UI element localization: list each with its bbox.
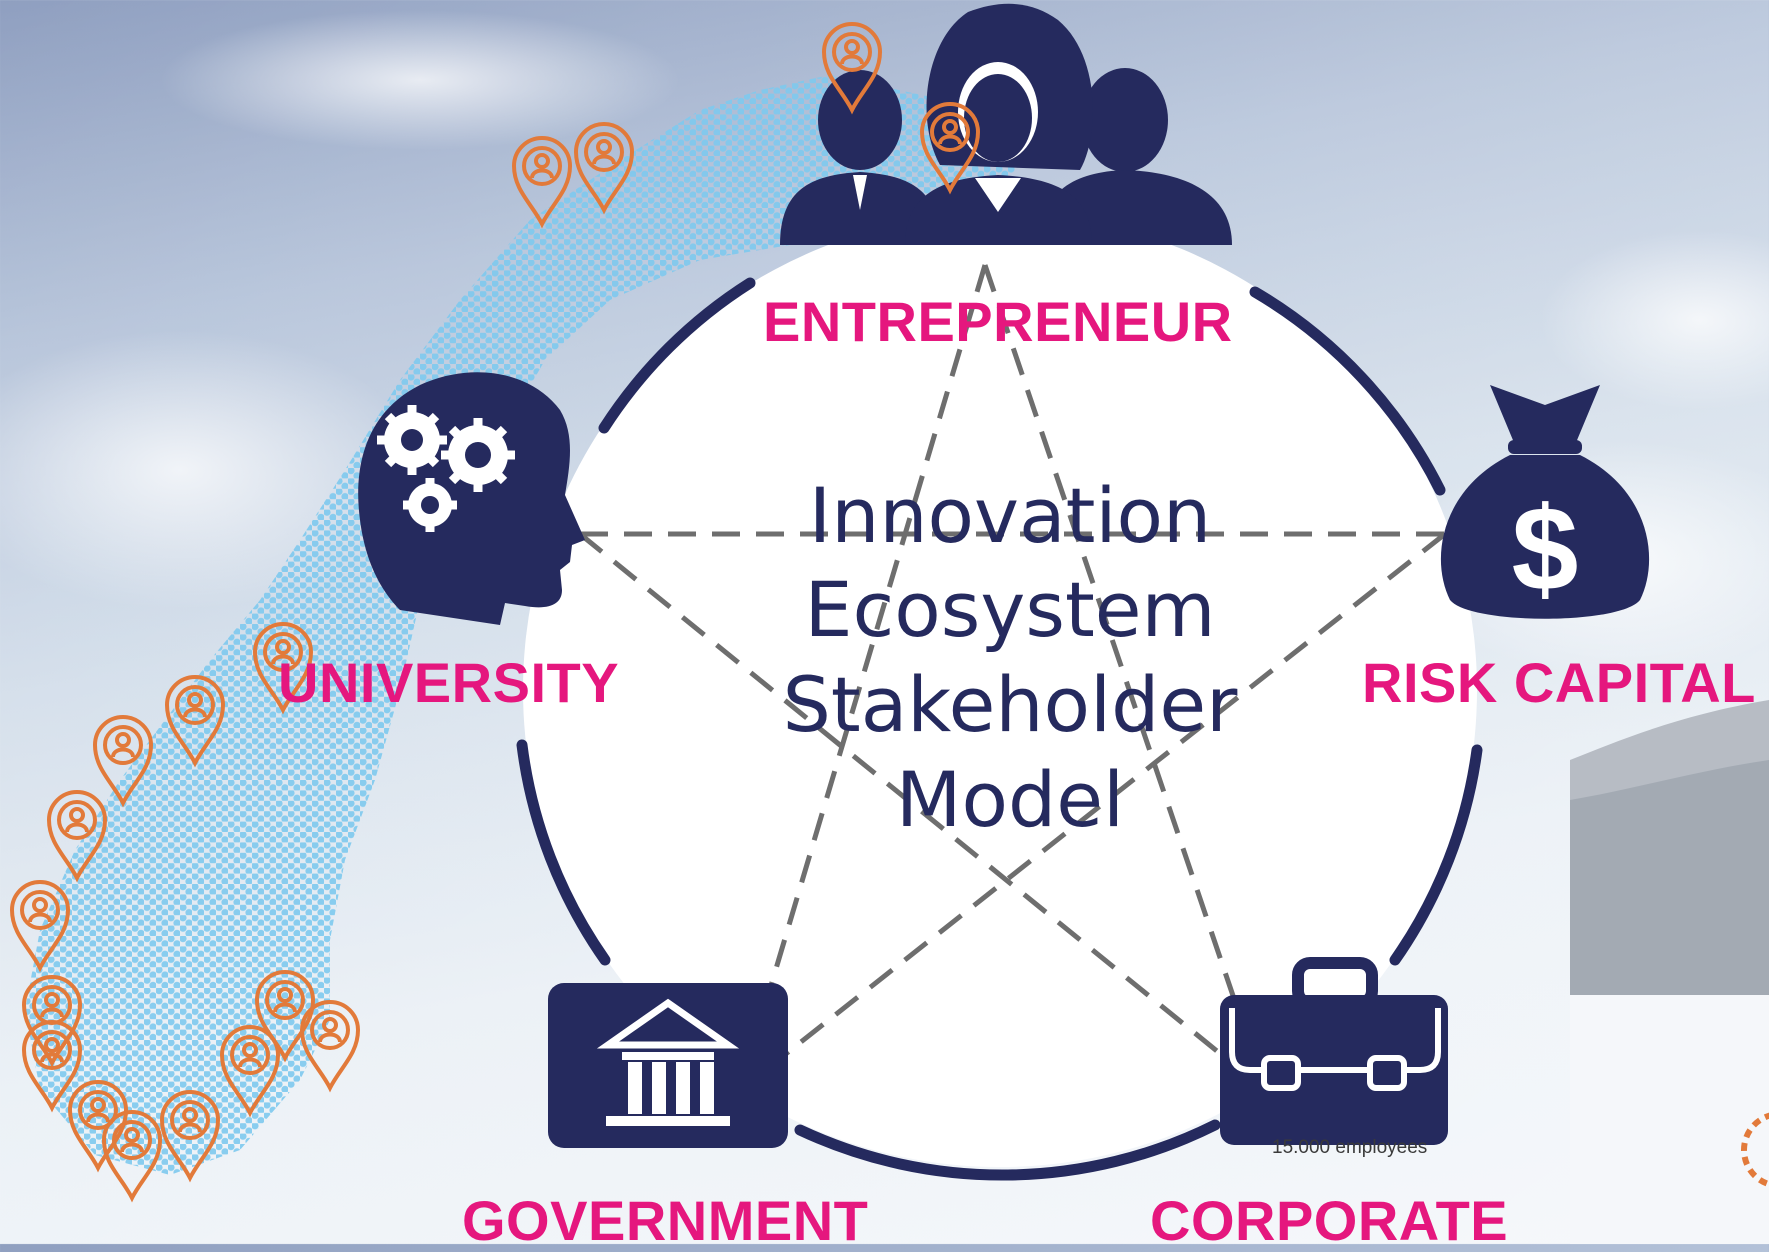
location-pin-icon xyxy=(299,1000,361,1093)
government-label: GOVERNMENT xyxy=(462,1189,869,1252)
money-bag-icon: $ xyxy=(1440,385,1650,619)
location-pin-icon xyxy=(511,136,573,229)
title-line-3: Stakeholder xyxy=(782,660,1238,749)
dotted-map xyxy=(25,75,1030,1175)
location-pin-icon xyxy=(919,102,981,195)
briefcase-icon xyxy=(1220,957,1448,1145)
connection-star xyxy=(578,264,1447,1092)
svg-text:$: $ xyxy=(1512,482,1579,616)
title-line-1: Innovation xyxy=(808,471,1212,560)
location-pin-icon xyxy=(46,790,108,883)
government-building-icon xyxy=(548,983,788,1148)
location-pin-icon xyxy=(254,970,316,1063)
location-pin-icon xyxy=(821,22,883,115)
location-pin-icon xyxy=(252,622,314,715)
university-label: UNIVERSITY xyxy=(278,651,620,714)
location-pin-icon xyxy=(219,1025,281,1118)
entrepreneur-label: ENTREPRENEUR xyxy=(763,290,1233,353)
location-pin-icon xyxy=(67,1080,129,1173)
location-pins xyxy=(9,22,981,1203)
title-line-4: Model xyxy=(895,755,1125,844)
employees-note: 15.000 employees xyxy=(1272,1137,1428,1158)
location-pin-icon xyxy=(21,1020,83,1113)
title-line-2: Ecosystem xyxy=(804,565,1216,654)
circle-arcs xyxy=(516,277,1483,1181)
ecosystem-circle xyxy=(523,213,1477,1167)
risk-capital-label: RISK CAPITAL xyxy=(1362,651,1756,714)
mountain-backdrop xyxy=(1570,700,1769,1244)
people-group-icon xyxy=(780,3,1232,245)
location-pin-icon xyxy=(573,122,635,215)
location-pin-icon xyxy=(159,1090,221,1183)
partial-logo-mark xyxy=(1741,1112,1769,1188)
location-pin-icon xyxy=(9,880,71,973)
head-gears-icon xyxy=(358,372,585,625)
location-pin-icon xyxy=(92,715,154,808)
corporate-label: CORPORATE xyxy=(1150,1189,1509,1252)
location-pin-icon xyxy=(164,675,226,768)
location-pin-icon xyxy=(101,1110,163,1203)
